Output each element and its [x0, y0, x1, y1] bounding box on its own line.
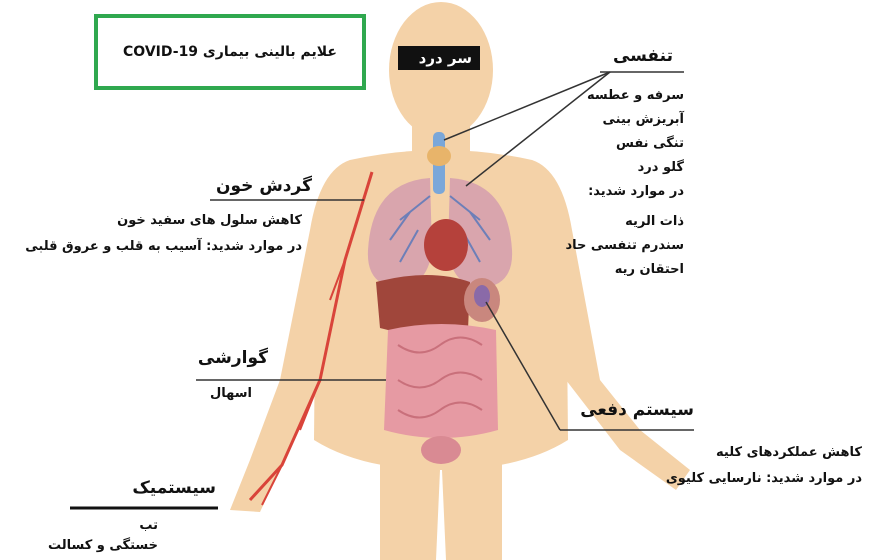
page-title: علایم بالینی بیماری COVID-19: [123, 44, 337, 60]
excretory-list: کاهش عملکردهای کلیه در موارد شدید: نارسا…: [666, 440, 862, 492]
excretory-item: در موارد شدید: نارسایی کلیوی: [666, 466, 862, 492]
headache-label: سر درد: [398, 46, 480, 70]
systemic-list: تب خستگی و کسالت: [48, 516, 158, 556]
excretory-item: کاهش عملکردهای کلیه: [666, 440, 862, 466]
excretory-heading: سیستم دفعی: [580, 400, 694, 420]
respiratory-item: آبریزش بینی: [565, 108, 684, 132]
respiratory-item: سرفه و عطسه: [565, 84, 684, 108]
systemic-item: خستگی و کسالت: [48, 536, 158, 556]
digestive-item: اسهال: [210, 386, 252, 401]
respiratory-item: گلو درد: [565, 156, 684, 180]
respiratory-item: در موارد شدید:: [565, 180, 684, 204]
respiratory-item: ذات الریه: [565, 210, 684, 234]
respiratory-item: احتقان ریه: [565, 258, 684, 282]
circulatory-item: در موارد شدید: آسیب به قلب و عروق قلبی: [25, 234, 302, 260]
circulatory-heading: گردش خون: [216, 176, 312, 196]
circulatory-list: کاهش سلول های سفید خون در موارد شدید: آس…: [25, 208, 302, 260]
respiratory-item: سندرم تنفسی حاد: [565, 234, 684, 258]
respiratory-list: سرفه و عطسه آبریزش بینی تنگی نفس گلو درد…: [565, 84, 684, 282]
respiratory-item: تنگی نفس: [565, 132, 684, 156]
respiratory-heading: تنفسی: [613, 46, 673, 66]
circulatory-item: کاهش سلول های سفید خون: [25, 208, 302, 234]
title-box: علایم بالینی بیماری COVID-19: [94, 14, 366, 90]
digestive-heading: گوارشی: [198, 348, 268, 368]
systemic-item: تب: [48, 516, 158, 536]
systemic-heading: سیستمیک: [132, 478, 216, 498]
